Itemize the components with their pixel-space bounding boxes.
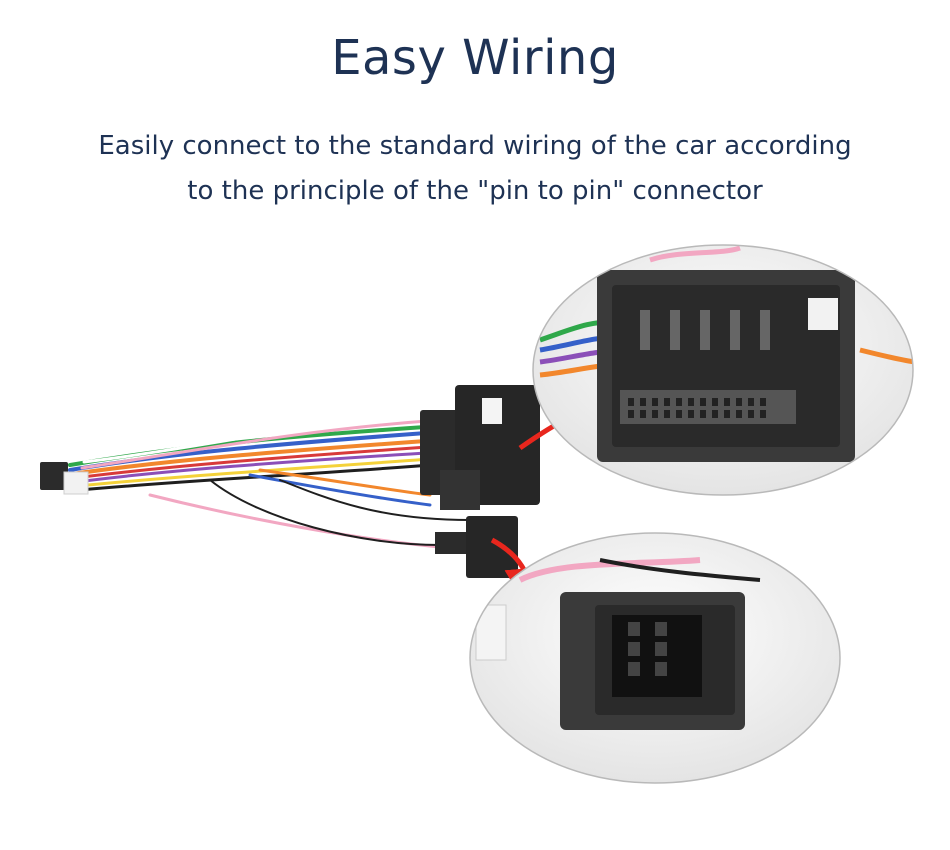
wiring-harness-photo — [40, 385, 540, 578]
small-connector — [435, 516, 518, 578]
main-connector-closeup — [532, 244, 914, 496]
main-connector — [420, 385, 540, 510]
subtitle-line-2: to the principle of the "pin to pin" con… — [187, 176, 763, 206]
page-title: Easy Wiring — [331, 30, 619, 86]
subtitle-line-1: Easily connect to the standard wiring of… — [98, 131, 852, 161]
page-subtitle: Easily connect to the standard wiring of… — [0, 124, 950, 214]
small-connector-closeup — [469, 532, 841, 784]
